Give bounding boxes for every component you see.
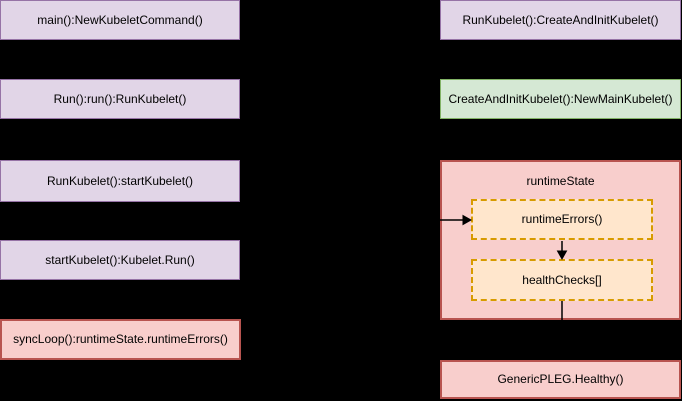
group-runtimestate: runtimeState runtimeErrors() healthCheck…	[440, 160, 681, 320]
node-runtimeerrors: runtimeErrors()	[471, 199, 653, 240]
node-createandinitkubelet-newmainkubelet: CreateAndInitKubelet():NewMainKubelet()	[440, 79, 681, 119]
node-label: Run():run():RunKubelet()	[53, 91, 187, 106]
node-main-newkubeletcommand: main():NewKubeletCommand()	[0, 0, 240, 40]
node-startkubelet-kubelet-run: startKubelet():Kubelet.Run()	[0, 240, 240, 280]
node-label: RunKubelet():CreateAndInitKubelet()	[462, 12, 659, 27]
node-runkubelet-startkubelet: RunKubelet():startKubelet()	[0, 160, 240, 202]
node-label: RunKubelet():startKubelet()	[46, 173, 194, 188]
node-syncloop-runtimeerrors: syncLoop():runtimeState.runtimeErrors()	[0, 319, 241, 360]
node-label: GenericPLEG.Healthy()	[497, 372, 624, 387]
node-label: CreateAndInitKubelet():NewMainKubelet()	[448, 91, 673, 106]
node-label: syncLoop():runtimeState.runtimeErrors()	[13, 332, 228, 347]
group-title-runtimestate: runtimeState	[526, 174, 595, 188]
node-runkubelet-createandinitkubelet: RunKubelet():CreateAndInitKubelet()	[440, 0, 681, 40]
node-genericpleg-healthy: GenericPLEG.Healthy()	[440, 360, 681, 399]
node-label: runtimeErrors()	[521, 212, 603, 227]
node-label: main():NewKubeletCommand()	[37, 12, 203, 27]
node-label: healthChecks[]	[522, 272, 602, 287]
node-label: startKubelet():Kubelet.Run()	[45, 252, 195, 267]
node-healthchecks: healthChecks[]	[471, 259, 653, 301]
node-run-runkubelet: Run():run():RunKubelet()	[0, 79, 240, 119]
